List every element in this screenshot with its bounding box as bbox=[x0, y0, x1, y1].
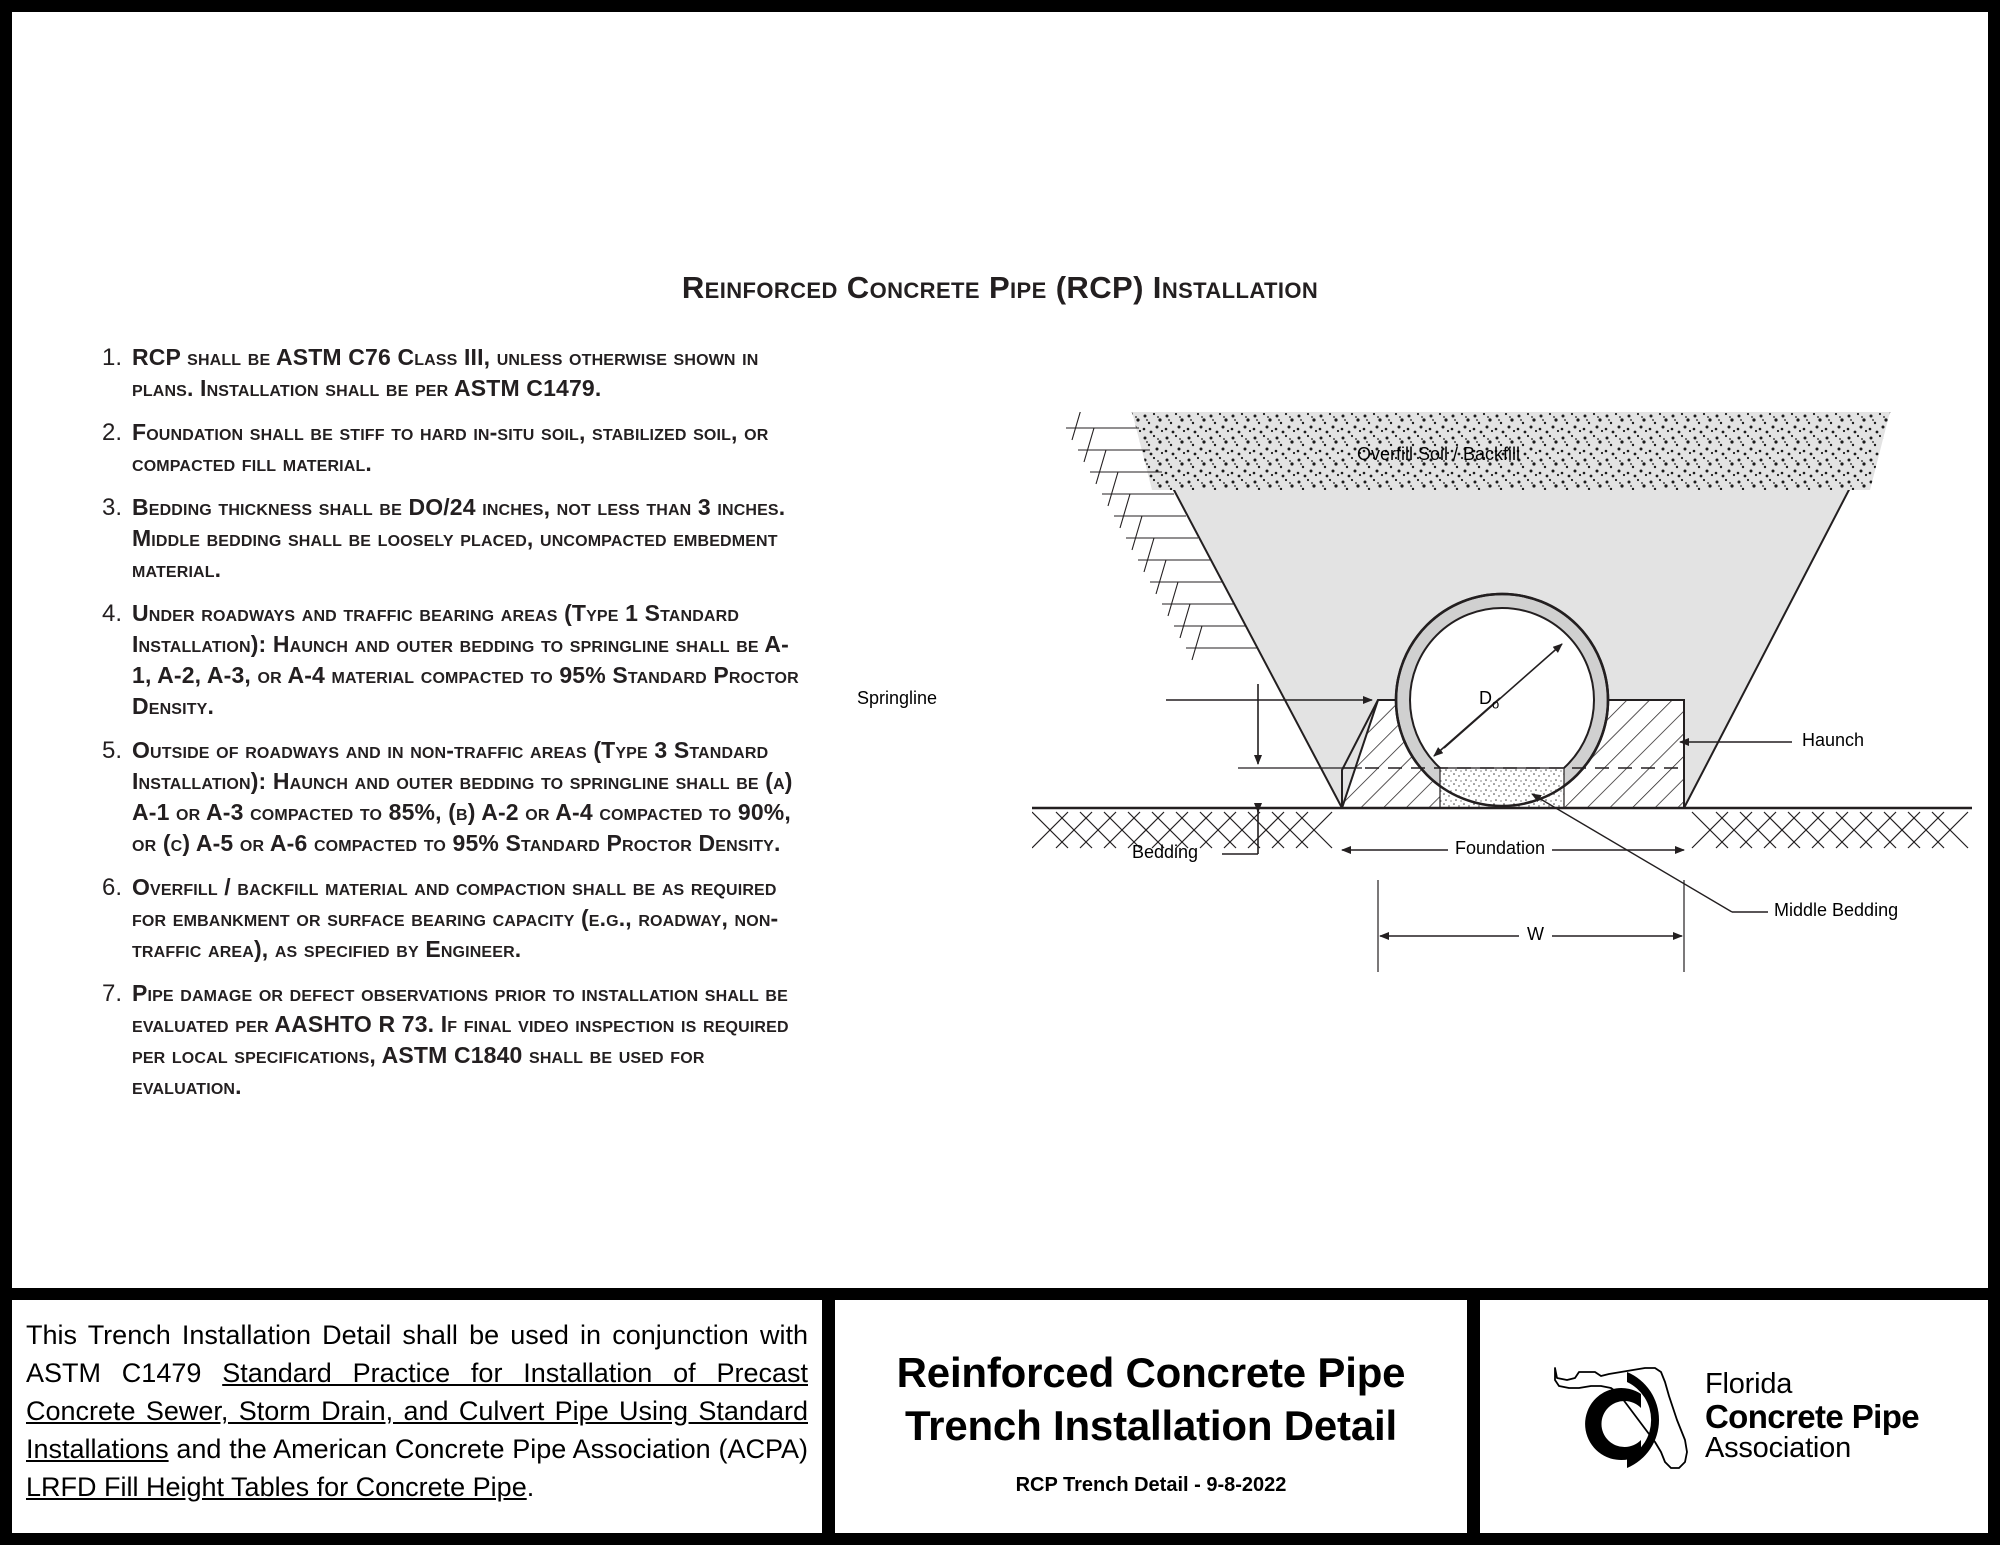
list-item: 1. RCP shall be ASTM C76 Class III, unle… bbox=[88, 342, 808, 404]
logo-line-florida: Florida bbox=[1704, 1368, 1793, 1400]
reference-note-text: This Trench Installation Detail shall be… bbox=[26, 1316, 808, 1506]
pipe-ring-outer-arc bbox=[1626, 1371, 1659, 1468]
drawing-sheet: Reinforced Concrete Pipe (RCP) Installat… bbox=[12, 12, 1988, 1533]
list-item: 2. Foundation shall be stiff to hard in-… bbox=[88, 417, 808, 479]
list-item: 6. Overfill / backfill material and comp… bbox=[88, 872, 808, 965]
pipe-inner-wall bbox=[1409, 607, 1595, 793]
label-overfill-soil-backfill: Overfill Soil / Backfill bbox=[1357, 444, 1521, 464]
note-number: 1. bbox=[101, 344, 122, 371]
list-item: 4. Under roadways and traffic bearing ar… bbox=[88, 598, 808, 722]
label-middle-bedding: Middle Bedding bbox=[1774, 900, 1899, 920]
title-block-subtitle: RCP Trench Detail - 9-8-2022 bbox=[1015, 1474, 1287, 1496]
label-do-sub: o bbox=[1492, 696, 1500, 712]
note-text: RCP shall be ASTM C76 Class III, unless … bbox=[132, 344, 759, 401]
list-item: 7. Pipe damage or defect observations pr… bbox=[88, 978, 808, 1102]
note-number: 2. bbox=[101, 419, 122, 446]
trench-wall-left-lower bbox=[1341, 699, 1379, 808]
logo-line-concrete-pipe: Concrete Pipe bbox=[1704, 1398, 1920, 1435]
surface-gravel-band bbox=[1130, 404, 1892, 490]
note-seg-5: . bbox=[526, 1472, 535, 1502]
note-text: Under roadways and traffic bearing areas… bbox=[132, 600, 799, 719]
note-number: 5. bbox=[101, 737, 122, 764]
footer-divider-horizontal bbox=[12, 1288, 1988, 1300]
pipe-diameter-dimension-lower bbox=[1433, 697, 1501, 757]
note-number: 4. bbox=[101, 600, 122, 627]
page-title: Reinforced Concrete Pipe (RCP) Installat… bbox=[681, 270, 1319, 305]
logo-text: Florida Concrete Pipe Association bbox=[1704, 1368, 1920, 1464]
middle-bedding-leader bbox=[1531, 793, 1733, 913]
note-number: 6. bbox=[101, 874, 122, 901]
trench-detail-svg bbox=[1021, 346, 1983, 1212]
installation-notes-list: 1. RCP shall be ASTM C76 Class III, unle… bbox=[88, 342, 808, 1115]
note-text: Overfill / backfill material and compact… bbox=[132, 874, 779, 962]
label-springline: Springline bbox=[857, 688, 938, 708]
note-text: Outside of roadways and in non-traffic a… bbox=[132, 737, 793, 856]
note-text: Foundation shall be stiff to hard in-sit… bbox=[132, 419, 769, 476]
label-bedding: Bedding bbox=[1132, 842, 1199, 862]
label-haunch: Haunch bbox=[1802, 730, 1865, 750]
note-seg-1: This Trench Installation Detail shall be… bbox=[26, 1320, 808, 1388]
label-do-main: D bbox=[1479, 688, 1492, 708]
footer-divider-vertical-1 bbox=[822, 1300, 835, 1533]
label-trench-width: W bbox=[1519, 924, 1552, 945]
title-block-line-1: Reinforced Concrete Pipe bbox=[896, 1349, 1406, 1396]
logo-line-association: Association bbox=[1704, 1432, 1852, 1464]
list-item: 3. Bedding thickness shall be DO/24 inch… bbox=[88, 492, 808, 585]
label-pipe-outside-diameter: Do bbox=[1479, 688, 1499, 712]
label-foundation: Foundation bbox=[1448, 838, 1553, 859]
trench-section-drawing: Overfill Soil / Backfill Springline Haun… bbox=[857, 346, 1983, 1212]
list-item: 5. Outside of roadways and in non-traffi… bbox=[88, 735, 808, 859]
logo-wrap: Florida Concrete Pipe Association bbox=[1549, 1342, 1920, 1492]
florida-concrete-pipe-logo-icon bbox=[1554, 1366, 1688, 1469]
note-number: 3. bbox=[101, 494, 122, 521]
footer-divider-vertical-2 bbox=[1467, 1300, 1480, 1533]
note-seg-4-underlined: LRFD Fill Height Tables for Concrete Pip… bbox=[26, 1472, 527, 1502]
note-text: Bedding thickness shall be DO/24 inches,… bbox=[132, 494, 786, 582]
note-number: 7. bbox=[101, 980, 122, 1007]
note-seg-3: and the American Concrete Pipe Associati… bbox=[168, 1434, 808, 1464]
foundation-earth-hatch bbox=[1031, 811, 1969, 849]
note-text: Pipe damage or defect observations prior… bbox=[132, 980, 789, 1099]
reference-note-block: This Trench Installation Detail shall be… bbox=[12, 1300, 822, 1533]
florida-state-outline bbox=[1554, 1366, 1688, 1469]
title-block-line-2: Trench Installation Detail bbox=[905, 1402, 1397, 1449]
section-authoritative bbox=[1021, 392, 1983, 1212]
association-logo-block: Florida Concrete Pipe Association bbox=[1480, 1300, 1988, 1533]
note-seg-2-underlined: Standard Practice for Installation of Pr… bbox=[26, 1358, 808, 1464]
drawing-title-block: Reinforced Concrete Pipe Trench Installa… bbox=[835, 1300, 1467, 1533]
pipe-ring-c-shape bbox=[1585, 1387, 1641, 1460]
